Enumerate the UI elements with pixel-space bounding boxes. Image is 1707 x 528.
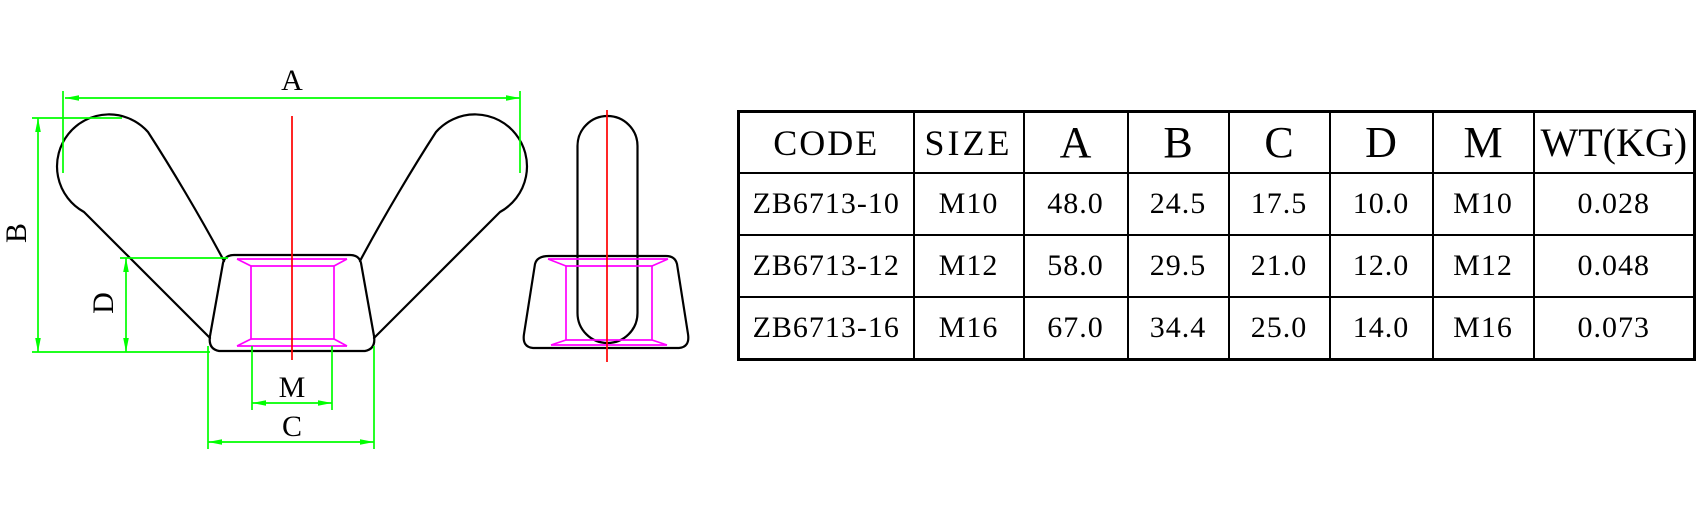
cell-m: M10 bbox=[1431, 172, 1535, 236]
dimension-lines bbox=[32, 91, 521, 449]
cell-a: 58.0 bbox=[1022, 234, 1129, 298]
side-wing-slot bbox=[576, 114, 639, 345]
cell-d: 12.0 bbox=[1328, 234, 1434, 298]
cell-code: ZB6713-12 bbox=[737, 234, 915, 298]
cell-c: 17.5 bbox=[1227, 172, 1331, 236]
table-row: ZB6713-12 M12 58.0 29.5 21.0 12.0 M12 0.… bbox=[737, 234, 1696, 298]
side-nut-body bbox=[522, 254, 690, 350]
cell-b: 24.5 bbox=[1126, 172, 1230, 236]
table-row: ZB6713-10 M10 48.0 24.5 17.5 10.0 M10 0.… bbox=[737, 172, 1696, 236]
dim-label-m: M bbox=[279, 371, 306, 404]
col-header-wt: WT(KG) bbox=[1532, 110, 1696, 174]
cell-size: M10 bbox=[912, 172, 1025, 236]
col-header-code: CODE bbox=[737, 110, 915, 174]
dim-label-b: B bbox=[0, 223, 33, 243]
cell-code: ZB6713-16 bbox=[737, 296, 915, 361]
cell-a: 48.0 bbox=[1022, 172, 1129, 236]
dim-label-c: C bbox=[282, 410, 302, 443]
thread-feature-lines bbox=[236, 258, 669, 347]
header-row: CODE SIZE A B C D M WT(KG) bbox=[737, 110, 1696, 174]
table-row: ZB6713-16 M16 67.0 34.4 25.0 14.0 M16 0.… bbox=[737, 296, 1696, 361]
cell-m: M16 bbox=[1431, 296, 1535, 361]
cell-c: 25.0 bbox=[1227, 296, 1331, 361]
cell-code: ZB6713-10 bbox=[737, 172, 915, 236]
front-left-wing bbox=[55, 113, 226, 340]
cell-d: 10.0 bbox=[1328, 172, 1434, 236]
col-header-size: SIZE bbox=[912, 110, 1025, 174]
col-header-a: A bbox=[1022, 110, 1129, 174]
cell-wt: 0.073 bbox=[1532, 296, 1696, 361]
cell-wt: 0.048 bbox=[1532, 234, 1696, 298]
cell-m: M12 bbox=[1431, 234, 1535, 298]
centerlines bbox=[291, 110, 608, 362]
cell-d: 14.0 bbox=[1328, 296, 1434, 361]
part-outlines bbox=[55, 113, 690, 353]
cell-b: 29.5 bbox=[1126, 234, 1230, 298]
cell-a: 67.0 bbox=[1022, 296, 1129, 361]
dimension-labels: A B D M C bbox=[0, 64, 305, 443]
col-header-m: M bbox=[1431, 110, 1535, 174]
col-header-b: B bbox=[1126, 110, 1230, 174]
wing-nut-drawing: A B D M C bbox=[0, 64, 690, 449]
spec-table: CODE SIZE A B C D M WT(KG) ZB6713-10 M10… bbox=[737, 110, 1696, 361]
dim-label-d: D bbox=[87, 292, 120, 314]
cell-b: 34.4 bbox=[1126, 296, 1230, 361]
cell-size: M16 bbox=[912, 296, 1025, 361]
front-nut-body bbox=[208, 253, 376, 353]
col-header-d: D bbox=[1328, 110, 1434, 174]
dimension-arrows bbox=[35, 95, 520, 445]
cell-wt: 0.028 bbox=[1532, 172, 1696, 236]
front-right-wing bbox=[358, 113, 529, 340]
col-header-c: C bbox=[1227, 110, 1331, 174]
cell-c: 21.0 bbox=[1227, 234, 1331, 298]
dim-label-a: A bbox=[281, 64, 303, 97]
cell-size: M12 bbox=[912, 234, 1025, 298]
